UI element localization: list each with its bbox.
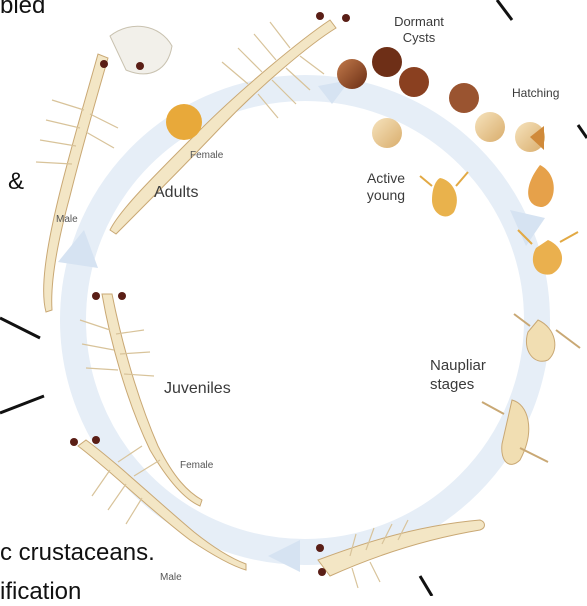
label-active-young: Active young: [356, 170, 416, 204]
label-juveniles: Juveniles: [164, 380, 231, 398]
cyst-dark-3: [399, 67, 429, 97]
active-young-larva: [432, 178, 457, 216]
label-female-adult: Female: [190, 150, 223, 161]
label-hatching: Hatching: [512, 86, 559, 100]
label-male-juvenile: Male: [160, 572, 182, 583]
label-adults: Adults: [154, 184, 198, 202]
label-female-juvenile: Female: [180, 460, 213, 471]
egg-sac: [166, 104, 202, 140]
text-fragment-bottom: c crustaceans.: [0, 539, 155, 567]
cyst-light-1: [372, 118, 402, 148]
cyst-hatching-1: [475, 112, 505, 142]
cycle-ring: [58, 80, 545, 572]
cyst-dark-4: [449, 83, 479, 113]
adult-male: [36, 26, 172, 312]
cyst-dark-1: [337, 59, 367, 89]
label-male-adult: Male: [56, 214, 78, 225]
text-fragment-bottom-cut: ification: [0, 578, 81, 606]
label-naupliar-stages: Naupliar stages: [430, 356, 502, 394]
label-dormant-cysts: Dormant Cysts: [386, 14, 452, 46]
text-fragment-left: &: [8, 168, 24, 196]
text-fragment-top-left: bled: [0, 0, 45, 20]
cyst-dark-2: [372, 47, 402, 77]
emerging-nauplius: [528, 165, 554, 207]
